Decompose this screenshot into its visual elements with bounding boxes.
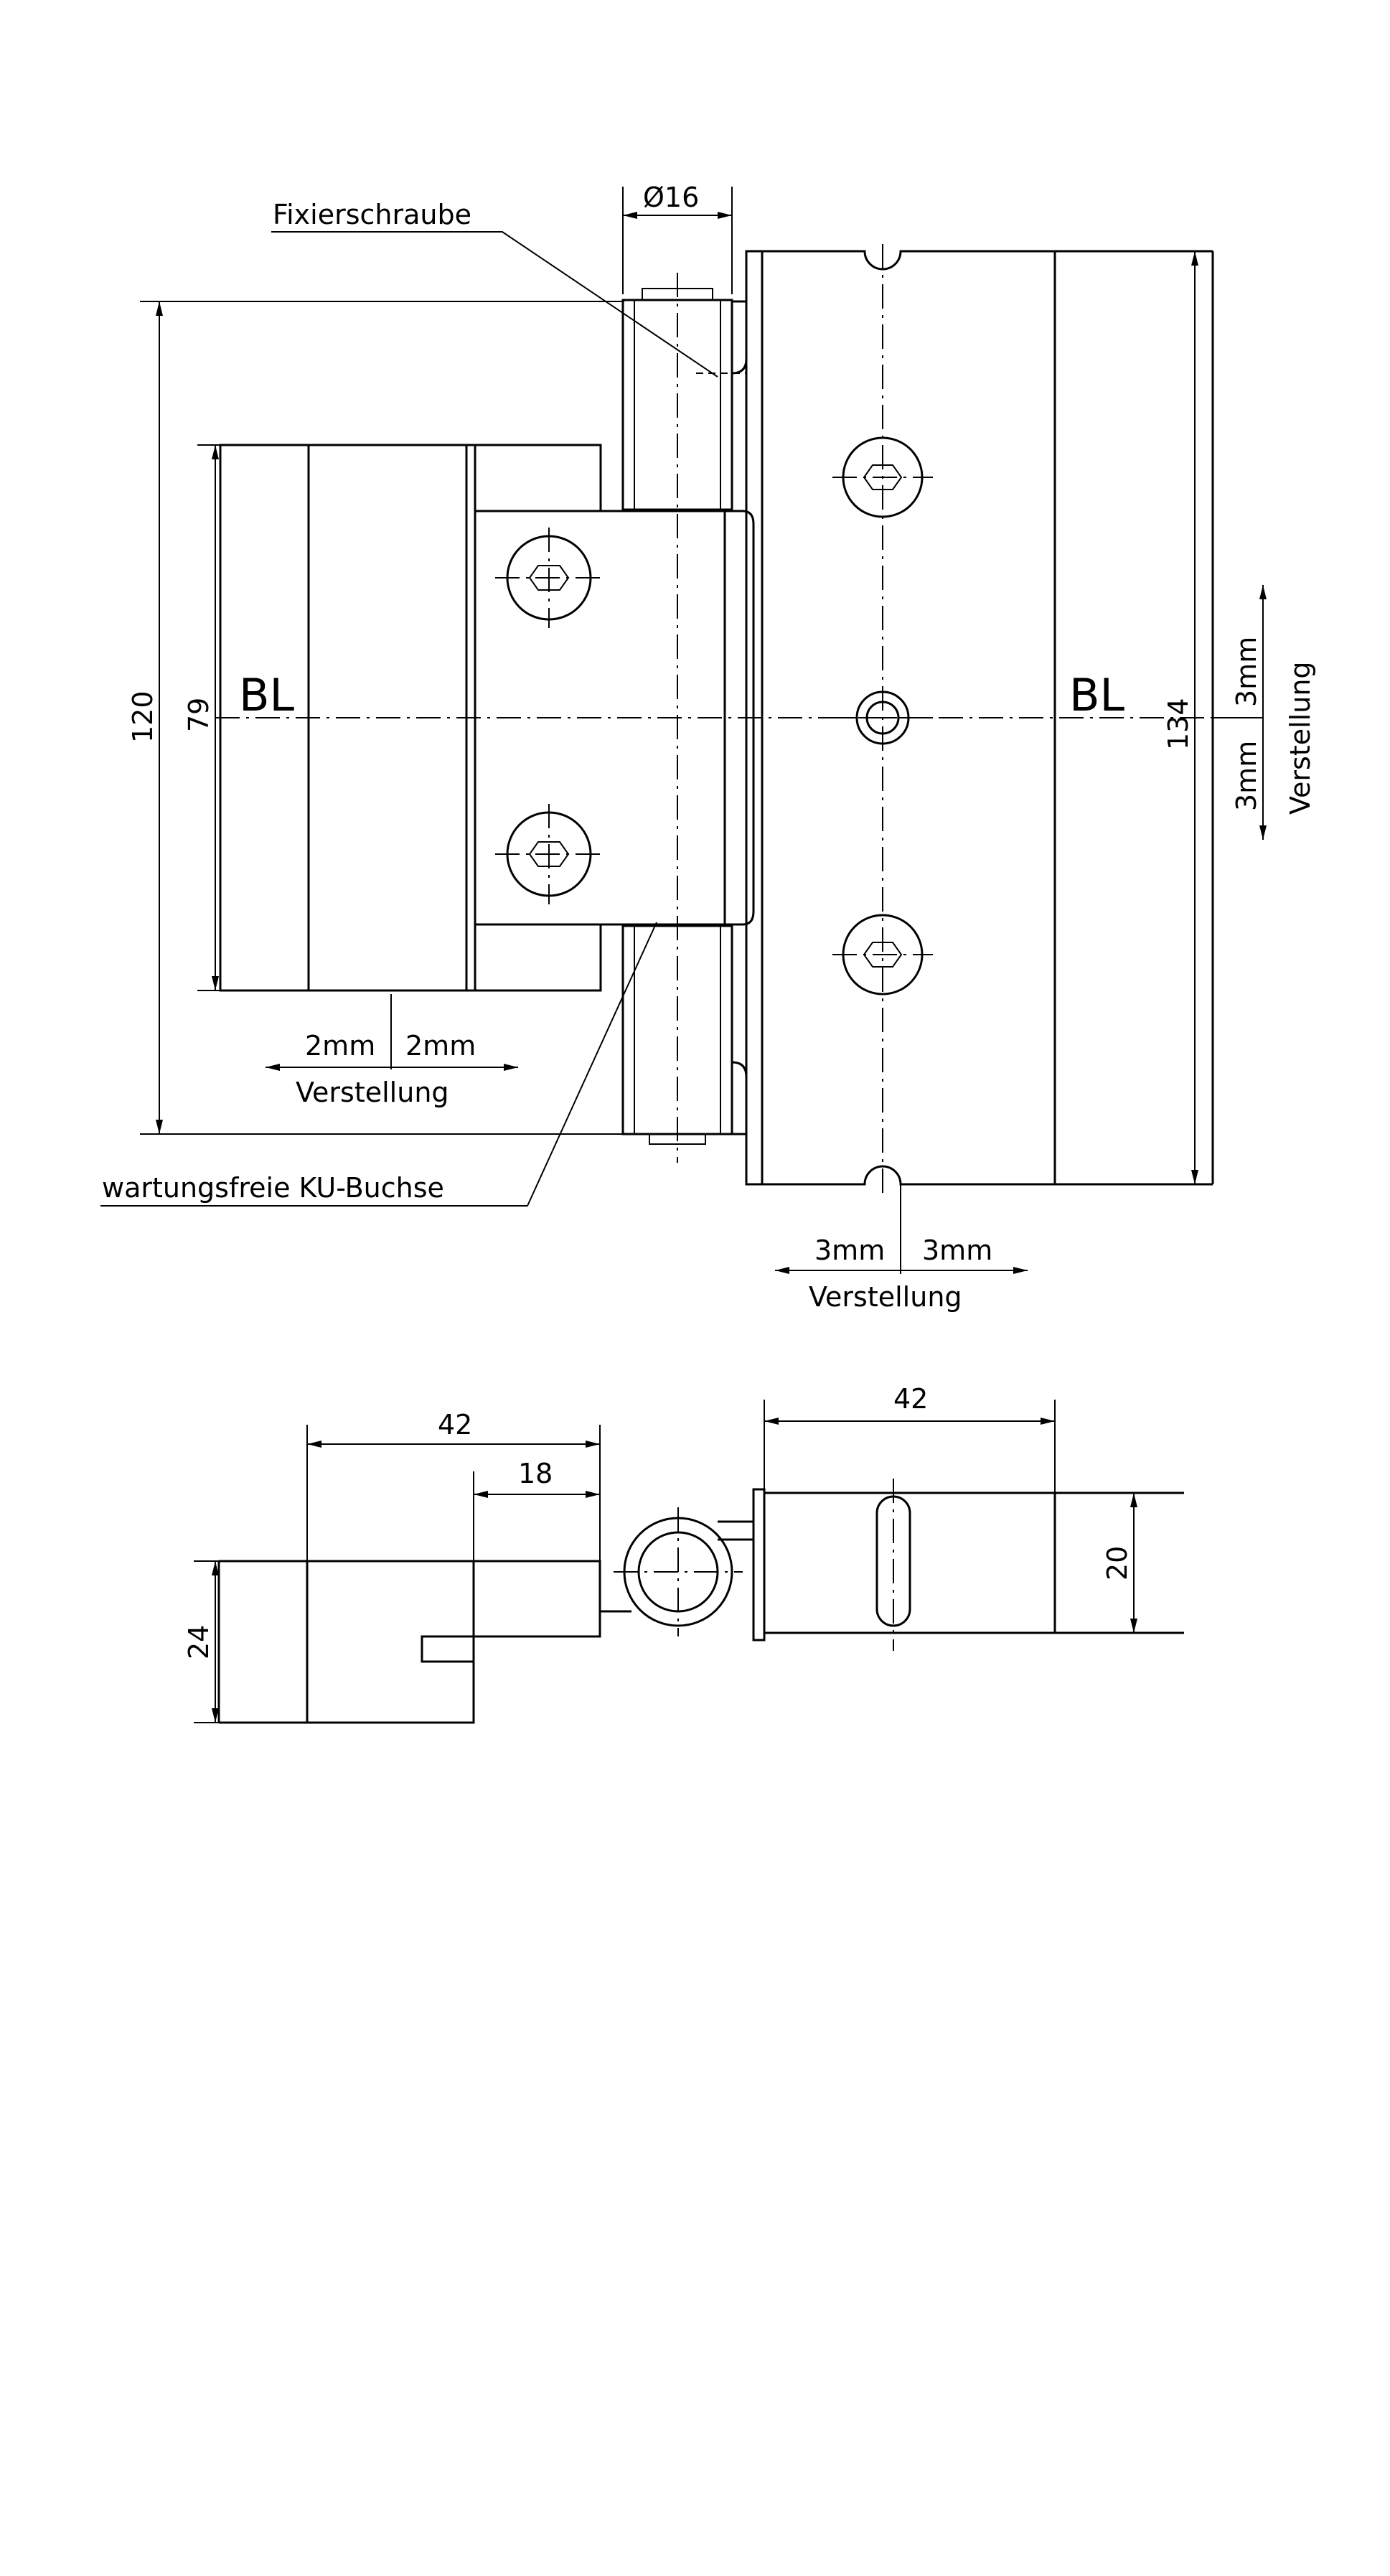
- dim-width-18-value: 18: [518, 1458, 553, 1489]
- adjustment-left: 2mm 2mm Verstellung: [266, 994, 518, 1108]
- dim-width-42-right: 42: [764, 1383, 1056, 1493]
- dim-height-79: 79: [183, 444, 222, 991]
- dim-width-42-left: 42: [306, 1409, 601, 1561]
- dim-height-120-value: 120: [127, 690, 159, 743]
- top-knuckle: [600, 1507, 755, 1636]
- dim-pin-diameter: Ø16: [622, 182, 733, 294]
- dim-height-134-value: 134: [1163, 698, 1194, 750]
- clamp-screw-lower: [495, 804, 603, 904]
- adjustment-left-minus: 2mm: [305, 1030, 375, 1062]
- dim-depth-24-value: 24: [183, 1625, 215, 1659]
- adjustment-left-label: Verstellung: [296, 1077, 449, 1108]
- fixing-screw-label: Fixierschraube: [273, 199, 471, 230]
- bushing-label: wartungsfreie KU-Buchse: [102, 1172, 444, 1204]
- dim-depth-20-value: 20: [1102, 1546, 1133, 1580]
- adjustment-right-minus: 3mm: [814, 1235, 885, 1266]
- bl-label-left: BL: [239, 669, 295, 721]
- dim-width-42-left-value: 42: [438, 1409, 472, 1441]
- adjustment-vertical-minus: 3mm: [1231, 741, 1262, 811]
- dim-depth-20: 20: [1102, 1493, 1137, 1633]
- clamp-screw-upper: [495, 528, 603, 628]
- frame-screw-1: [832, 436, 933, 518]
- dim-depth-24: 24: [183, 1560, 219, 1723]
- front-view: BL BL Fixierschraube wartungsfreie KU-Bu…: [100, 182, 1316, 1313]
- dim-width-42-right-value: 42: [893, 1383, 928, 1415]
- top-view: 42 18 42 24 20: [183, 1383, 1184, 1724]
- adjustment-vertical-plus: 3mm: [1231, 637, 1262, 707]
- top-clamp-section: [217, 1560, 601, 1724]
- dim-width-18: 18: [473, 1458, 600, 1561]
- dim-height-79-value: 79: [183, 698, 215, 732]
- adjustment-right-plus: 3mm: [922, 1235, 992, 1266]
- dim-height-120: 120: [127, 301, 624, 1135]
- adjustment-vertical-label: Verstellung: [1285, 661, 1316, 815]
- dim-pin-diameter-value: Ø16: [643, 182, 699, 213]
- frame-leaf: [731, 244, 1214, 1199]
- callout-fixing-screw: Fixierschraube: [271, 199, 718, 378]
- adjustment-left-plus: 2mm: [405, 1030, 476, 1062]
- callout-bushing: wartungsfreie KU-Buchse: [100, 922, 657, 1207]
- frame-screw-3: [832, 914, 933, 996]
- bl-label-right: BL: [1069, 669, 1125, 721]
- dim-height-134: 134: [1163, 250, 1213, 1185]
- adjustment-right-label: Verstellung: [809, 1281, 962, 1313]
- adjustment-right: 3mm 3mm Verstellung: [775, 1184, 1028, 1313]
- adjustment-vertical: 3mm 3mm Verstellung: [1231, 585, 1316, 840]
- top-frame-section: [752, 1479, 1184, 1651]
